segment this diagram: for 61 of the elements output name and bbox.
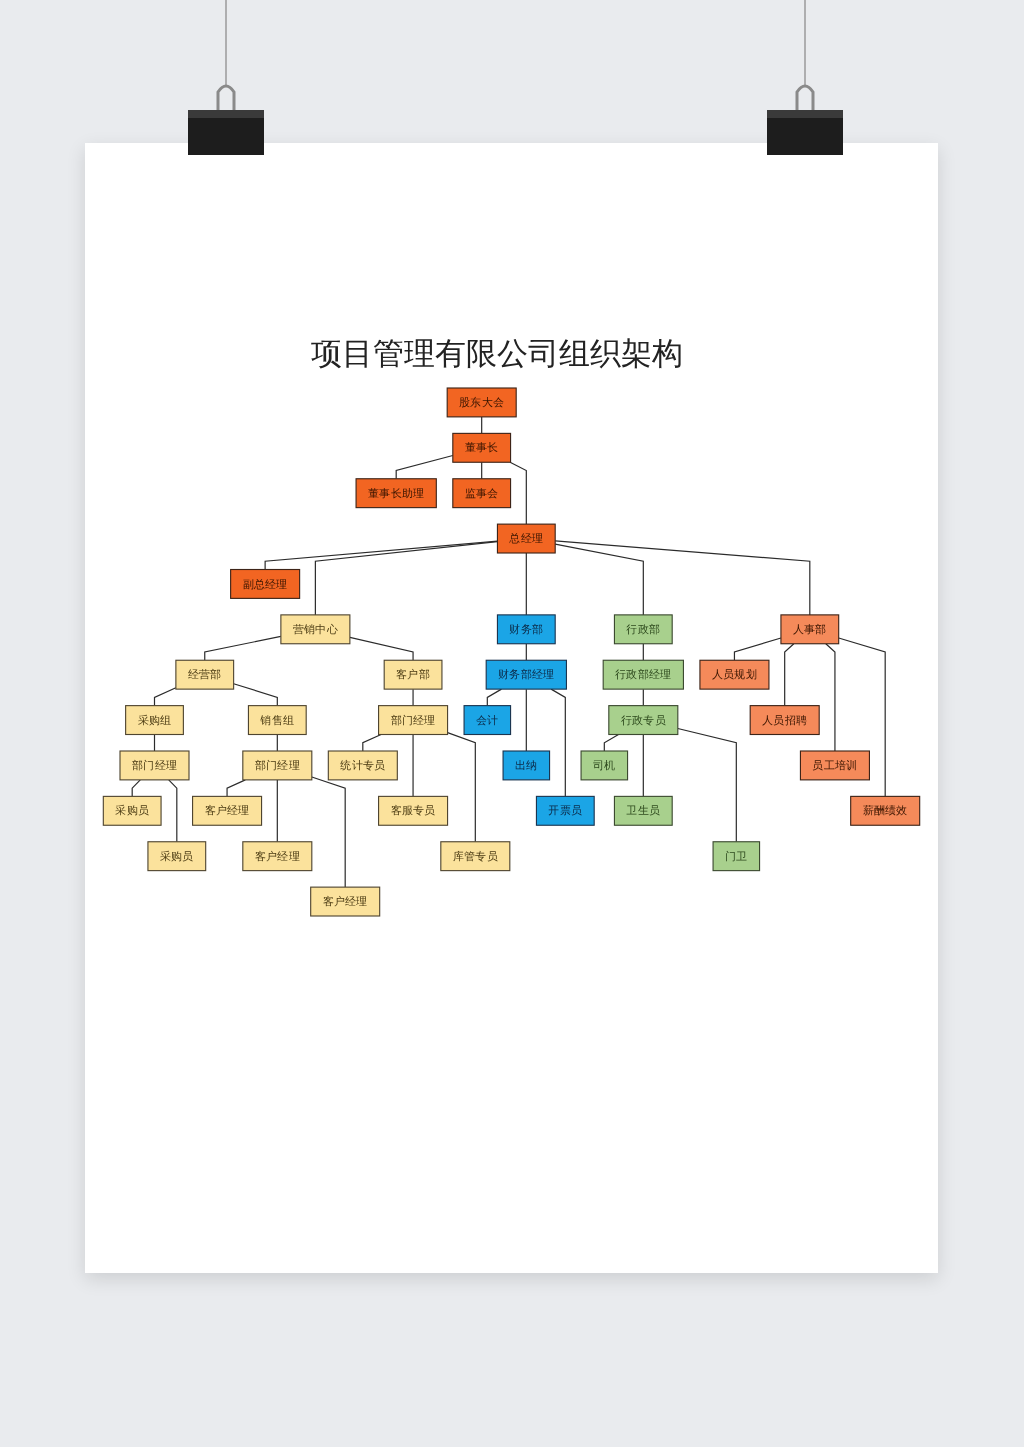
org-unit-box: 采购员 xyxy=(102,795,162,826)
org-unit-box: 部门经理 xyxy=(119,750,190,781)
connector-line xyxy=(412,733,414,797)
connector-line xyxy=(486,688,503,707)
org-unit-box: 门卫 xyxy=(712,841,761,872)
connector-line xyxy=(603,733,620,752)
org-unit-box: 出纳 xyxy=(502,750,551,781)
org-unit-box: 客户经理 xyxy=(242,841,313,872)
connector-line xyxy=(276,779,278,843)
org-unit-box: 客户经理 xyxy=(192,795,263,826)
org-unit-box: 行政部 xyxy=(613,614,673,645)
org-unit-box: 监事会 xyxy=(452,478,512,509)
connector-line xyxy=(226,779,246,797)
connector-line xyxy=(642,733,644,797)
connector-line xyxy=(168,779,178,843)
org-unit-box: 采购组 xyxy=(125,705,184,736)
org-unit-box: 营销中心 xyxy=(280,614,351,645)
org-unit-box: 总经理 xyxy=(496,523,556,554)
org-unit-box: 财务部 xyxy=(496,614,556,645)
connector-line xyxy=(349,636,414,661)
org-unit-box: 人员规划 xyxy=(699,659,770,690)
org-unit-box: 统计专员 xyxy=(327,750,398,781)
org-unit-box: 司机 xyxy=(580,750,629,781)
connector-line xyxy=(677,727,737,843)
org-unit-box: 销售组 xyxy=(247,705,307,736)
chart-title: 项目管理有限公司组织架构 xyxy=(309,334,684,373)
org-unit-box: 经营部 xyxy=(175,659,235,690)
connector-line xyxy=(509,461,527,525)
connector-line xyxy=(362,733,382,752)
org-unit-box: 部门经理 xyxy=(242,750,313,781)
org-unit-box: 人员招聘 xyxy=(749,705,820,736)
connector-line xyxy=(131,779,141,797)
org-unit-box: 董事长助理 xyxy=(355,478,437,509)
org-unit-box: 财务部经理 xyxy=(485,659,567,690)
connector-line xyxy=(412,688,414,707)
org-unit-box: 人事部 xyxy=(780,614,840,645)
connector-line xyxy=(784,643,795,707)
org-unit-box: 采购员 xyxy=(147,841,207,872)
org-unit-box: 行政专员 xyxy=(608,705,679,736)
connector-line xyxy=(825,643,836,752)
connector-line xyxy=(550,688,566,797)
connector-line xyxy=(153,687,177,707)
org-unit-box: 副总经理 xyxy=(230,568,301,599)
org-unit-box: 库管专员 xyxy=(440,841,511,872)
connector-line xyxy=(525,688,527,752)
org-unit-box: 股东大会 xyxy=(446,387,517,418)
org-unit-box: 薪酬绩效 xyxy=(850,795,921,826)
connector-line xyxy=(233,683,278,707)
org-unit-box: 客服专员 xyxy=(378,795,449,826)
org-unit-box: 董事长 xyxy=(452,432,512,463)
org-unit-box: 客户经理 xyxy=(310,886,381,917)
org-unit-box: 部门经理 xyxy=(378,705,449,736)
org-unit-box: 客户部 xyxy=(383,659,443,690)
org-unit-box: 行政部经理 xyxy=(602,659,684,690)
connector-line xyxy=(311,776,346,888)
org-unit-box: 卫生员 xyxy=(613,795,673,826)
org-unit-box: 会计 xyxy=(463,705,512,736)
org-unit-box: 开票员 xyxy=(535,795,595,826)
connector-line xyxy=(525,552,527,616)
connector-line xyxy=(838,637,886,797)
org-unit-box: 员工培训 xyxy=(799,750,870,781)
